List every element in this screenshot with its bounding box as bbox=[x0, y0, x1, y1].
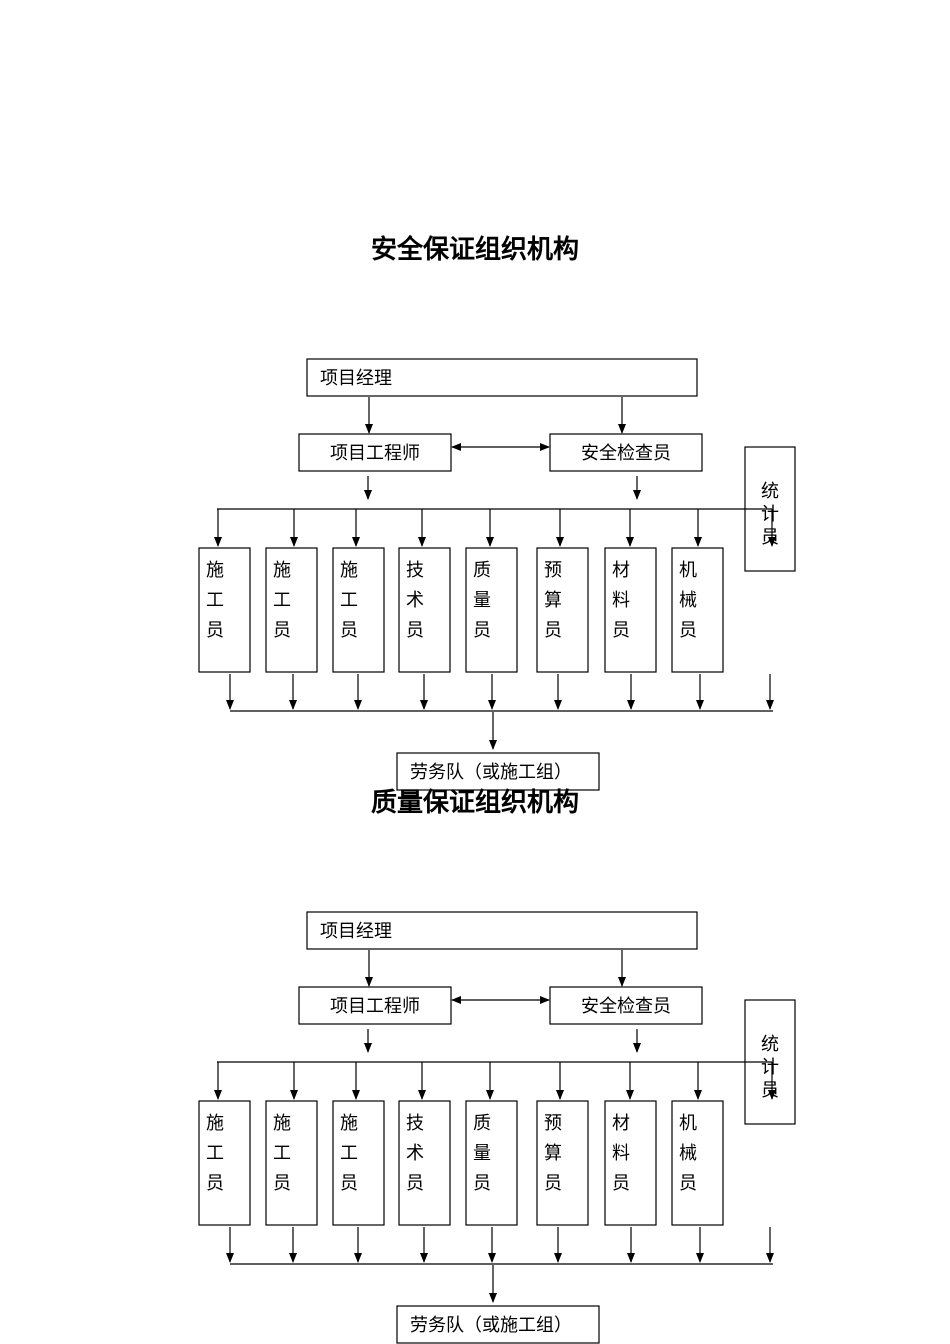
quality-chart-title: 质量保证组织机构 bbox=[371, 787, 579, 818]
quality-staff-4-char-2: 员 bbox=[473, 1173, 491, 1194]
safety-staff-box-5 bbox=[536, 547, 589, 673]
quality-staff-2-char-1: 工 bbox=[340, 1143, 358, 1164]
safety-staff-6-char-2: 员 bbox=[612, 620, 630, 641]
safety-staff-5-char-2: 员 bbox=[544, 620, 562, 641]
quality-labor-box bbox=[396, 1305, 600, 1344]
quality-staff-6-char-2: 员 bbox=[612, 1173, 630, 1194]
safety-inspector-label: 安全检查员 bbox=[581, 443, 671, 464]
quality-inspector-label: 安全检查员 bbox=[581, 996, 671, 1017]
quality-staff-box-0 bbox=[198, 1100, 251, 1226]
safety-staff-5-char-1: 算 bbox=[544, 590, 562, 611]
safety-staff-box-7 bbox=[671, 547, 724, 673]
quality-manager-box bbox=[306, 911, 698, 950]
quality-staff-5-char-0: 预 bbox=[544, 1113, 562, 1134]
quality-staff-3-char-0: 技 bbox=[406, 1113, 424, 1134]
safety-engineer-label: 项目工程师 bbox=[330, 443, 420, 464]
safety-statistician-char-0: 统 bbox=[761, 481, 779, 502]
safety-staff-2-char-2: 员 bbox=[340, 620, 358, 641]
safety-staff-0-char-2: 员 bbox=[206, 620, 224, 641]
safety-inspector-box bbox=[549, 433, 703, 472]
safety-staff-4-char-1: 量 bbox=[473, 590, 491, 611]
quality-staff-4-char-0: 质 bbox=[473, 1113, 491, 1134]
safety-staff-2-char-0: 施 bbox=[340, 560, 358, 581]
safety-staff-0-char-0: 施 bbox=[206, 560, 224, 581]
quality-staff-0-char-2: 员 bbox=[206, 1173, 224, 1194]
safety-labor-label: 劳务队（或施工组） bbox=[410, 762, 572, 783]
quality-engineer-box bbox=[298, 986, 452, 1025]
quality-labor-label: 劳务队（或施工组） bbox=[410, 1315, 572, 1336]
quality-staff-box-5 bbox=[536, 1100, 589, 1226]
quality-staff-2-char-2: 员 bbox=[340, 1173, 358, 1194]
safety-staff-0-char-1: 工 bbox=[206, 590, 224, 611]
safety-staff-box-4 bbox=[465, 547, 518, 673]
safety-staff-3-char-0: 技 bbox=[406, 560, 424, 581]
quality-staff-1-char-1: 工 bbox=[273, 1143, 291, 1164]
safety-staff-box-6 bbox=[604, 547, 657, 673]
safety-statistician-char-2: 员 bbox=[761, 527, 779, 548]
safety-staff-7-char-2: 员 bbox=[679, 620, 697, 641]
safety-staff-4-char-0: 质 bbox=[473, 560, 491, 581]
quality-staff-5-char-2: 员 bbox=[544, 1173, 562, 1194]
quality-staff-box-1 bbox=[265, 1100, 318, 1226]
quality-staff-box-3 bbox=[398, 1100, 451, 1226]
safety-staff-6-char-1: 料 bbox=[612, 590, 630, 611]
safety-staff-6-char-0: 材 bbox=[612, 560, 630, 581]
safety-staff-box-0 bbox=[198, 547, 251, 673]
safety-staff-box-1 bbox=[265, 547, 318, 673]
quality-inspector-box bbox=[549, 986, 703, 1025]
quality-staff-7-char-0: 机 bbox=[679, 1113, 697, 1134]
quality-statistician-char-2: 员 bbox=[761, 1080, 779, 1101]
safety-statistician-char-1: 计 bbox=[761, 504, 779, 525]
quality-staff-box-4 bbox=[465, 1100, 518, 1226]
quality-staff-1-char-0: 施 bbox=[273, 1113, 291, 1134]
safety-manager-label: 项目经理 bbox=[320, 368, 392, 389]
quality-staff-6-char-1: 料 bbox=[612, 1143, 630, 1164]
quality-engineer-label: 项目工程师 bbox=[330, 996, 420, 1017]
safety-staff-4-char-2: 员 bbox=[473, 620, 491, 641]
safety-staff-box-3 bbox=[398, 547, 451, 673]
quality-staff-4-char-1: 量 bbox=[473, 1143, 491, 1164]
quality-statistician-char-0: 统 bbox=[761, 1034, 779, 1055]
safety-staff-1-char-1: 工 bbox=[273, 590, 291, 611]
quality-staff-7-char-2: 员 bbox=[679, 1173, 697, 1194]
quality-staff-box-6 bbox=[604, 1100, 657, 1226]
quality-staff-6-char-0: 材 bbox=[612, 1113, 630, 1134]
safety-chart-title: 安全保证组织机构 bbox=[371, 234, 579, 265]
quality-staff-2-char-0: 施 bbox=[340, 1113, 358, 1134]
safety-staff-7-char-0: 机 bbox=[679, 560, 697, 581]
safety-staff-3-char-1: 术 bbox=[406, 590, 424, 611]
safety-engineer-box bbox=[298, 433, 452, 472]
quality-staff-0-char-1: 工 bbox=[206, 1143, 224, 1164]
quality-staff-3-char-1: 术 bbox=[406, 1143, 424, 1164]
quality-statistician-char-1: 计 bbox=[761, 1057, 779, 1078]
quality-staff-3-char-2: 员 bbox=[406, 1173, 424, 1194]
safety-staff-1-char-2: 员 bbox=[273, 620, 291, 641]
safety-staff-box-2 bbox=[332, 547, 385, 673]
quality-manager-label: 项目经理 bbox=[320, 921, 392, 942]
safety-staff-2-char-1: 工 bbox=[340, 590, 358, 611]
quality-staff-0-char-0: 施 bbox=[206, 1113, 224, 1134]
safety-manager-box bbox=[306, 358, 698, 397]
safety-staff-3-char-2: 员 bbox=[406, 620, 424, 641]
safety-labor-box bbox=[396, 752, 600, 791]
quality-staff-box-2 bbox=[332, 1100, 385, 1226]
safety-staff-1-char-0: 施 bbox=[273, 560, 291, 581]
quality-staff-box-7 bbox=[671, 1100, 724, 1226]
quality-staff-5-char-1: 算 bbox=[544, 1143, 562, 1164]
quality-staff-7-char-1: 械 bbox=[679, 1143, 697, 1164]
safety-staff-5-char-0: 预 bbox=[544, 560, 562, 581]
safety-staff-7-char-1: 械 bbox=[679, 590, 697, 611]
quality-staff-1-char-2: 员 bbox=[273, 1173, 291, 1194]
